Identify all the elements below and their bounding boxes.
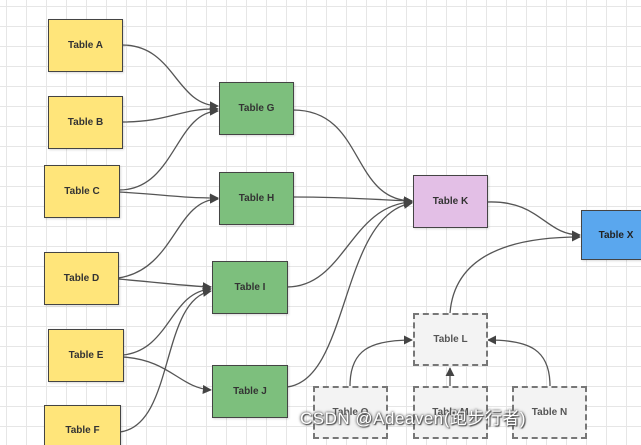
watermark-text: CSDN @Adeaven(跑步行者) xyxy=(300,409,527,428)
node-table-l[interactable]: Table L xyxy=(413,313,488,366)
node-table-x[interactable]: Table X xyxy=(581,210,641,260)
edge-f-i xyxy=(119,287,212,433)
node-table-o[interactable]: Table O xyxy=(313,386,388,439)
node-table-c[interactable]: Table C xyxy=(44,165,120,218)
node-table-a[interactable]: Table A xyxy=(48,19,123,72)
node-table-f[interactable]: Table F xyxy=(44,405,121,445)
edge-d-h xyxy=(117,194,219,279)
edge-b-g xyxy=(121,104,219,123)
edge-c-g xyxy=(118,106,219,191)
node-table-h[interactable]: Table H xyxy=(219,172,294,225)
node-table-i[interactable]: Table I xyxy=(212,261,288,314)
edge-g-k xyxy=(292,109,413,206)
edge-e-i xyxy=(122,285,212,356)
edge-c-h xyxy=(118,191,219,203)
edge-h-k xyxy=(292,196,413,206)
node-table-m[interactable]: Table M xyxy=(413,386,488,439)
edge-l-x xyxy=(449,232,581,314)
node-table-g[interactable]: Table G xyxy=(219,82,294,135)
edge-d-i xyxy=(117,278,212,292)
node-table-d[interactable]: Table D xyxy=(44,252,119,305)
node-table-k[interactable]: Table K xyxy=(413,175,488,228)
edge-i-k xyxy=(286,197,413,288)
edge-e-j xyxy=(122,356,212,395)
node-table-j[interactable]: Table J xyxy=(212,365,288,418)
node-table-b[interactable]: Table B xyxy=(48,96,123,149)
edge-n-l xyxy=(487,335,551,387)
edge-j-k xyxy=(286,199,413,388)
edge-a-g xyxy=(121,44,219,111)
node-table-n[interactable]: Table N xyxy=(512,386,587,439)
edge-o-l xyxy=(349,335,413,387)
node-table-e[interactable]: Table E xyxy=(48,329,124,382)
edge-k-x xyxy=(486,201,581,240)
